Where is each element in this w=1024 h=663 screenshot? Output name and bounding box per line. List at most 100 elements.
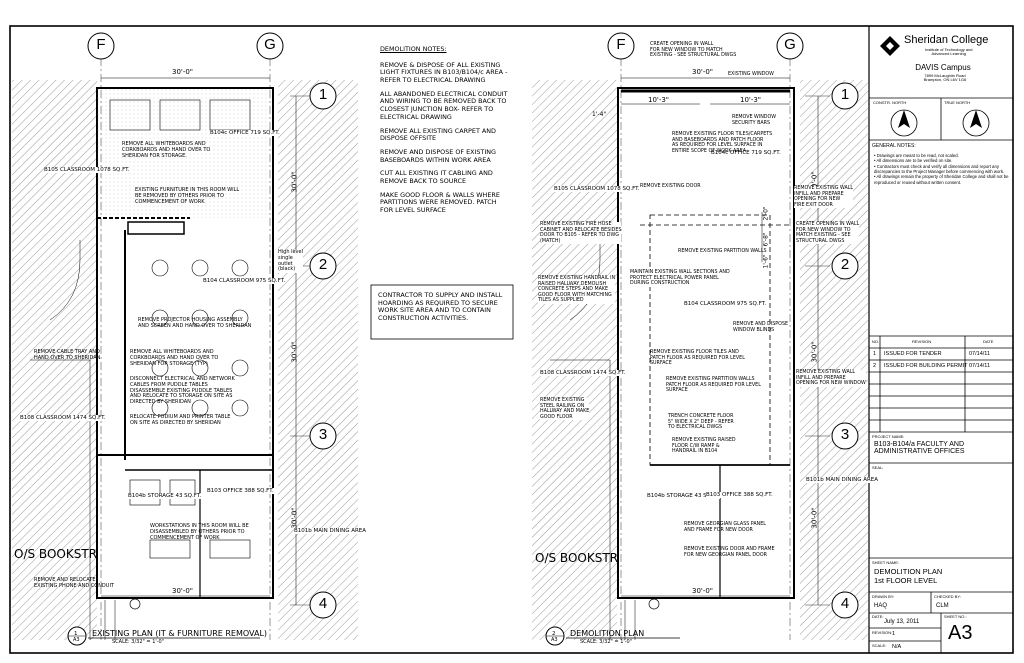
dim-top-right: 30'-0"	[692, 68, 714, 76]
right-plan-linework	[532, 58, 868, 640]
left-note-2: EXISTING FURNITURE IN THIS ROOM WILL BE …	[135, 187, 240, 205]
left-note-9: REMOVE AND RELOCATE EXISTING PHONE AND C…	[34, 577, 114, 589]
demolition-note-item: MAKE GOOD FLOOR & WALLS WHERE PARTITIONS…	[380, 190, 500, 214]
project-label: PROJECT NAME:	[872, 434, 905, 439]
drawn-by: HAQ	[874, 603, 888, 609]
left-note-8: WORKSTATIONS IN THIS ROOM WILL BE DISASS…	[150, 523, 249, 541]
grid-label-f-right: F	[616, 36, 626, 53]
revision-value: 1	[892, 631, 896, 637]
right-note-6: REMOVE EXISTING WALL INFILL AND PREPARE …	[794, 186, 854, 209]
left-room-b104b: B104b STORAGE 43 SQ.FT.	[128, 493, 202, 500]
right-room-b103: B103 OFFICE 388 SQ.FT.	[706, 492, 773, 499]
right-room-b104c: B104c OFFICE 719 SQ.FT.	[711, 150, 781, 157]
left-plan-linework	[12, 58, 358, 640]
left-bookstore: O/S BOOKSTR	[14, 547, 97, 561]
right-note-18: REMOVE EXISTING RAISED FLOOR C/W RAMP & …	[672, 438, 736, 455]
grid-label-g-right: G	[784, 36, 796, 53]
right-note-19: REMOVE GEORGIAN GLASS PANEL AND FRAME FO…	[684, 522, 766, 533]
grid-label-1-left: 1	[318, 86, 328, 103]
dim-top-left: 30'-0"	[172, 68, 194, 76]
right-plan-ref: 2	[552, 631, 556, 637]
sheet-number: A3	[948, 622, 973, 644]
sheet-no-label: SHEET NO.:	[944, 614, 967, 619]
sheet-name-label: SHEET NAME:	[872, 560, 900, 565]
grid-label-2-left: 2	[318, 256, 328, 273]
right-plan-sheet: A3	[551, 637, 558, 643]
left-note-7: REMOVE CABLE TRAY AND HAND OVER TO SHERI…	[34, 349, 101, 361]
left-plan-sheet: A3	[73, 637, 80, 643]
left-note-3: REMOVE PROJECTOR HOUSING ASSEMBLY AND SC…	[138, 317, 252, 329]
grid-label-f-left: F	[96, 36, 106, 53]
dim-v3: 1'-6"	[762, 254, 770, 269]
dim-side-left: 1'-4"	[592, 111, 607, 118]
demolition-note-item: CUT ALL EXISTING IT CABLING AND REMOVE B…	[380, 169, 493, 185]
left-note-5: DISCONNECT ELECTRICAL AND NETWORK CABLES…	[130, 376, 235, 405]
dim-v1: 2'-0"	[762, 206, 770, 221]
general-notes-title: GENERAL NOTES:	[872, 143, 916, 149]
left-plan-title: EXISTING PLAN (IT & FURNITURE REMOVAL)	[92, 629, 268, 638]
general-note-item: • Contractors must check and verify all …	[874, 163, 1005, 175]
scale-label: SCALE:	[872, 643, 887, 648]
revision-row-desc: ISSUED FOR BUILDING PERMIT	[884, 363, 968, 369]
right-note-20: REMOVE EXISTING DOOR AND FRAME FOR NEW G…	[684, 547, 775, 558]
dim-side-left-3: 30'-0"	[290, 507, 299, 529]
left-plan-ref: 1	[74, 631, 78, 637]
grid-label-1-right: 1	[840, 86, 850, 103]
dim-side-left-1: 30'-0"	[290, 171, 299, 193]
right-room-b108: B108 CLASSROOM 1474 SQ.FT.	[540, 370, 626, 377]
right-note-7: CREATE OPENING IN WALL FOR NEW WINDOW TO…	[796, 222, 860, 245]
seal-label: SEAL:	[872, 465, 884, 470]
demolition-note-item: REMOVE & DISPOSE OF ALL EXISTING LIGHT F…	[380, 60, 508, 85]
left-room-b105: B105 CLASSROOM 1078 SQ.FT.	[44, 167, 130, 174]
right-note-2: EXISTING WINDOW	[728, 72, 774, 77]
rev-header-revision: REVISION	[912, 339, 932, 344]
contractor-note: CONTRACTOR TO SUPPLY AND INSTALL HOARDIN…	[378, 291, 503, 323]
grid-label-3-left: 3	[318, 426, 328, 443]
right-plan-scale: SCALE: 3/32" = 1'-0"	[580, 639, 633, 645]
dim-bottom-left: 30'-0"	[172, 587, 194, 595]
dim-w10-a: 10'-3"	[648, 96, 670, 104]
demolition-notes: DEMOLITION NOTES: REMOVE & DISPOSE OF AL…	[380, 45, 510, 221]
right-note-15: REMOVE EXISTING PARTITION WALLS PATCH FL…	[666, 377, 761, 394]
right-note-13: REMOVE EXISTING FLOOR TILES AND PATCH FL…	[650, 350, 745, 367]
dim-side-right-2: 30'-0"	[810, 341, 819, 363]
general-note-item: • All dimensions are to be verified on s…	[874, 158, 953, 164]
revision-row-desc: ISSUED FOR TENDER	[884, 351, 942, 357]
dim-bottom-right: 30'-0"	[692, 587, 714, 595]
revision-row-date: 07/14/11	[969, 363, 991, 369]
grid-label-2-right: 2	[840, 256, 850, 273]
dim-side-left-2: 30'-0"	[290, 341, 299, 363]
right-note-9: REMOVE EXISTING PARTITION WALLS	[678, 249, 767, 254]
revision-label: REVISION:	[872, 630, 893, 635]
left-note-1: REMOVE ALL WHITEBOARDS AND CORKBOARDS AN…	[122, 141, 211, 159]
left-room-b104c: B104c OFFICE 719 SQ.FT.	[210, 130, 280, 137]
demolition-note-item: REMOVE AND DISPOSE OF EXISTING BASEBOARD…	[380, 147, 496, 164]
sheet-name: DEMOLITION PLAN 1st FLOOR LEVEL	[874, 567, 943, 585]
right-note-12: REMOVE AND DISPOSE WINDOW BLINDS	[733, 322, 789, 333]
left-note-4: REMOVE ALL WHITEBOARDS AND CORKBOARDS AN…	[130, 349, 219, 367]
project-name: B103-B104/a FACULTY AND ADMINISTRATIVE O…	[874, 441, 965, 455]
right-room-b104: B104 CLASSROOM 975 SQ.FT.	[684, 301, 767, 308]
general-note-item: • All drawings remain the property of Sh…	[874, 174, 1009, 185]
left-room-b108: B108 CLASSROOM 1474 SQ.FT.	[20, 415, 106, 422]
left-note-10: High level single outlet (black)	[278, 249, 303, 273]
left-room-b103: B103 OFFICE 388 SQ.FT.	[207, 488, 274, 495]
right-note-8: REMOVE EXISTING FIRE HOSE CABINET AND RE…	[540, 222, 622, 245]
checked-by-label: CHECKED BY:	[934, 594, 961, 599]
right-note-14: REMOVE EXISTING WALL INFILL AND PREPARE …	[796, 370, 866, 387]
right-note-16: REMOVE EXISTING STEEL RAILING ON HALLWAY…	[540, 398, 590, 421]
checked-by: CLM	[936, 603, 949, 609]
college-name: Sheridan College	[904, 34, 989, 46]
right-note-17: TRENCH CONCRETE FLOOR 5" WIDE X 2" DEEP …	[668, 414, 734, 431]
right-note-3: REMOVE WINDOW SECURITY BARS	[732, 115, 776, 126]
right-room-b101b: B101b MAIN DINING AREA	[806, 477, 879, 484]
rev-header-date: DATE	[983, 339, 994, 344]
right-room-b105: B105 CLASSROOM 1078 SQ.FT.	[554, 186, 640, 193]
constr-north-label: CONSTR. NORTH	[873, 100, 907, 105]
date-value: July 13, 2011	[884, 619, 920, 625]
date-label: DATE:	[872, 614, 884, 619]
scale-value: N/A	[892, 644, 902, 650]
dim-side-right-3: 30'-0"	[810, 507, 819, 529]
dim-v2: 6'-8"	[762, 232, 770, 247]
